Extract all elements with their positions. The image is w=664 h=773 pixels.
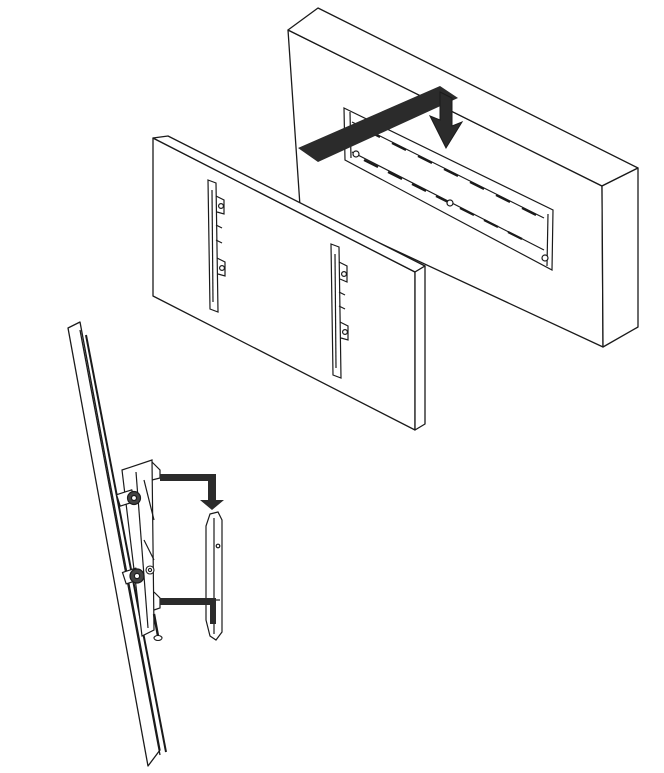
wall-side-face	[601, 167, 639, 348]
wall-plate-bolt	[446, 199, 454, 207]
tv-side-panel	[67, 321, 161, 767]
safety-ring	[145, 565, 155, 575]
wall-plate-bolt	[352, 150, 360, 158]
hanging-band	[298, 86, 464, 162]
hook-arrow-lower-bar	[160, 598, 216, 624]
tv-arm-right	[330, 243, 349, 379]
hook-arrows	[160, 474, 224, 624]
hook-arrow-upper-icon	[160, 474, 224, 510]
tv-side-edge	[414, 265, 426, 431]
down-arrow-icon	[428, 91, 464, 150]
hanging-band-bar	[298, 86, 458, 162]
tv-side-inner-line	[79, 329, 161, 756]
wall-plate-bolt	[541, 254, 549, 262]
tension-knob-lower	[121, 567, 145, 585]
tension-knob-upper	[115, 489, 142, 507]
tv-arm-left	[207, 179, 226, 313]
bottom-screw	[152, 613, 163, 642]
tv-panel	[152, 135, 426, 431]
tv-side-view	[67, 321, 167, 767]
